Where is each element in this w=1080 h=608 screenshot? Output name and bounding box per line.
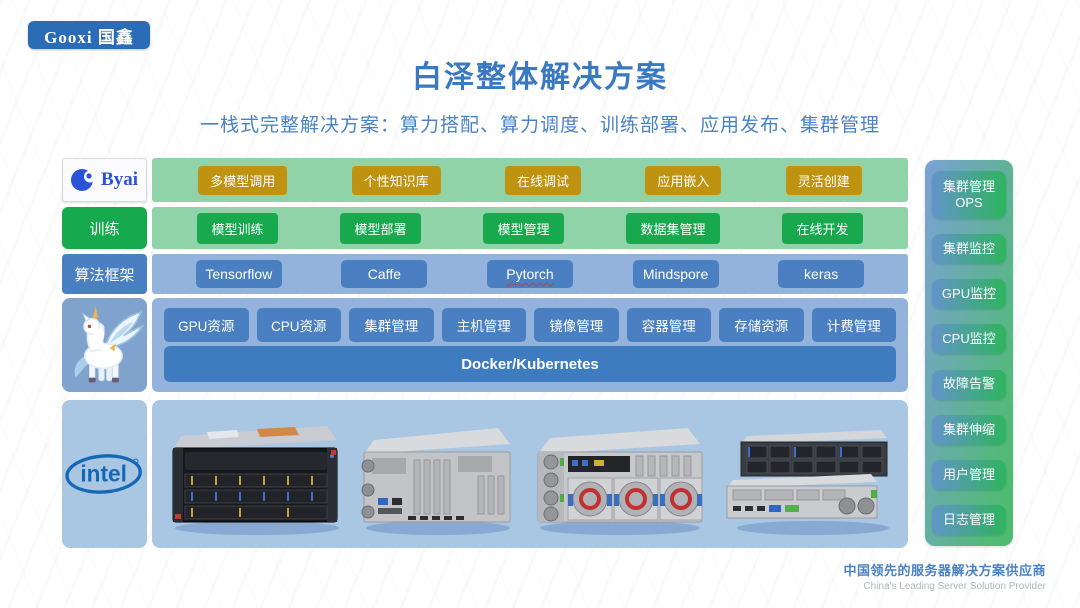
server-hardware-panel (152, 400, 908, 548)
server-image-3 (530, 410, 710, 538)
resource-button: CPU资源 (256, 308, 341, 342)
model-layer-button: 模型管理 (483, 212, 564, 244)
ops-button: 集群监控 (932, 234, 1006, 265)
framework-button: Tensorflow (195, 260, 282, 288)
framework-button: Mindspore (632, 260, 719, 288)
app-layer-button: 应用嵌入 (645, 165, 722, 195)
intel-logo: intel (64, 448, 145, 500)
model-layer-button: 在线开发 (782, 212, 863, 244)
byai-logo-icon (71, 167, 97, 193)
resource-button: 计费管理 (811, 308, 896, 342)
framework-button: Pytorch (486, 260, 573, 288)
footer-tagline: 中国领先的服务器解决方案供应商 China's Leading Server S… (843, 560, 1046, 592)
model-layer-button: 模型训练 (197, 212, 278, 244)
server-image-2 (358, 410, 518, 538)
ops-button: GPU监控 (932, 279, 1006, 310)
app-layer-button: 灵活创建 (785, 165, 862, 195)
resource-row: GPU资源 CPU资源 集群管理 主机管理 镜像管理 容器管理 存储资源 计费管… (164, 308, 896, 342)
docker-kubernetes-bar: Docker/Kubernetes (164, 346, 896, 382)
resource-button: 镜像管理 (534, 308, 619, 342)
resource-button: 容器管理 (626, 308, 711, 342)
page-title: 白泽整体解决方案 (412, 61, 668, 94)
resource-button: 主机管理 (441, 308, 526, 342)
ops-column: 集群管理 OPS 集群监控 GPU监控 CPU监控 故障告警 集群伸缩 用户管理… (925, 160, 1013, 546)
framework-layer-band: Tensorflow Caffe Pytorch Mindspore keras (152, 254, 908, 294)
framework-button: keras (778, 260, 865, 288)
byai-logo-card: Byai (62, 158, 147, 202)
ops-button: CPU监控 (932, 324, 1006, 355)
page-subtitle: 一栈式完整解决方案：算力搭配、算力调度、训练部署、应用发布、集群管理 (199, 115, 880, 136)
resource-button: 集群管理 (349, 308, 434, 342)
framework-button: Caffe (341, 260, 428, 288)
app-layer-button: 个性知识库 (351, 165, 441, 195)
ops-button: 日志管理 (932, 504, 1006, 535)
byai-logo-label: Byai (101, 169, 138, 190)
ops-button: 集群管理 OPS (932, 171, 1006, 219)
app-layer-button: 多模型调用 (198, 165, 288, 195)
resource-button: 存储资源 (719, 308, 804, 342)
ops-button: 故障告警 (932, 369, 1006, 400)
baize-creature-image (66, 303, 144, 387)
baize-creature-tile (62, 298, 147, 392)
ops-button: 集群伸缩 (932, 414, 1006, 445)
footer-tagline-en: China's Leading Server Solution Provider (863, 581, 1046, 592)
resource-button: GPU资源 (164, 308, 249, 342)
model-layer-button: 数据集管理 (626, 212, 720, 244)
svg-text:intel: intel (80, 460, 127, 486)
training-rail-label: 训练 (62, 207, 147, 249)
resource-layer-band: GPU资源 CPU资源 集群管理 主机管理 镜像管理 容器管理 存储资源 计费管… (152, 298, 908, 392)
framework-rail-label: 算法框架 (62, 254, 147, 294)
server-image-1 (167, 410, 347, 538)
intel-logo-tile: intel (62, 400, 147, 548)
model-layer-button: 模型部署 (340, 212, 421, 244)
server-image-4 (721, 410, 893, 538)
gooxi-logo: Gooxi 国鑫 (28, 21, 150, 49)
model-layer-band: 模型训练 模型部署 模型管理 数据集管理 在线开发 (152, 207, 908, 249)
app-layer-button: 在线调试 (504, 165, 581, 195)
ops-button: 用户管理 (932, 459, 1006, 490)
app-layer-band: 多模型调用 个性知识库 在线调试 应用嵌入 灵活创建 (152, 158, 908, 202)
footer-tagline-cn: 中国领先的服务器解决方案供应商 (843, 563, 1046, 578)
